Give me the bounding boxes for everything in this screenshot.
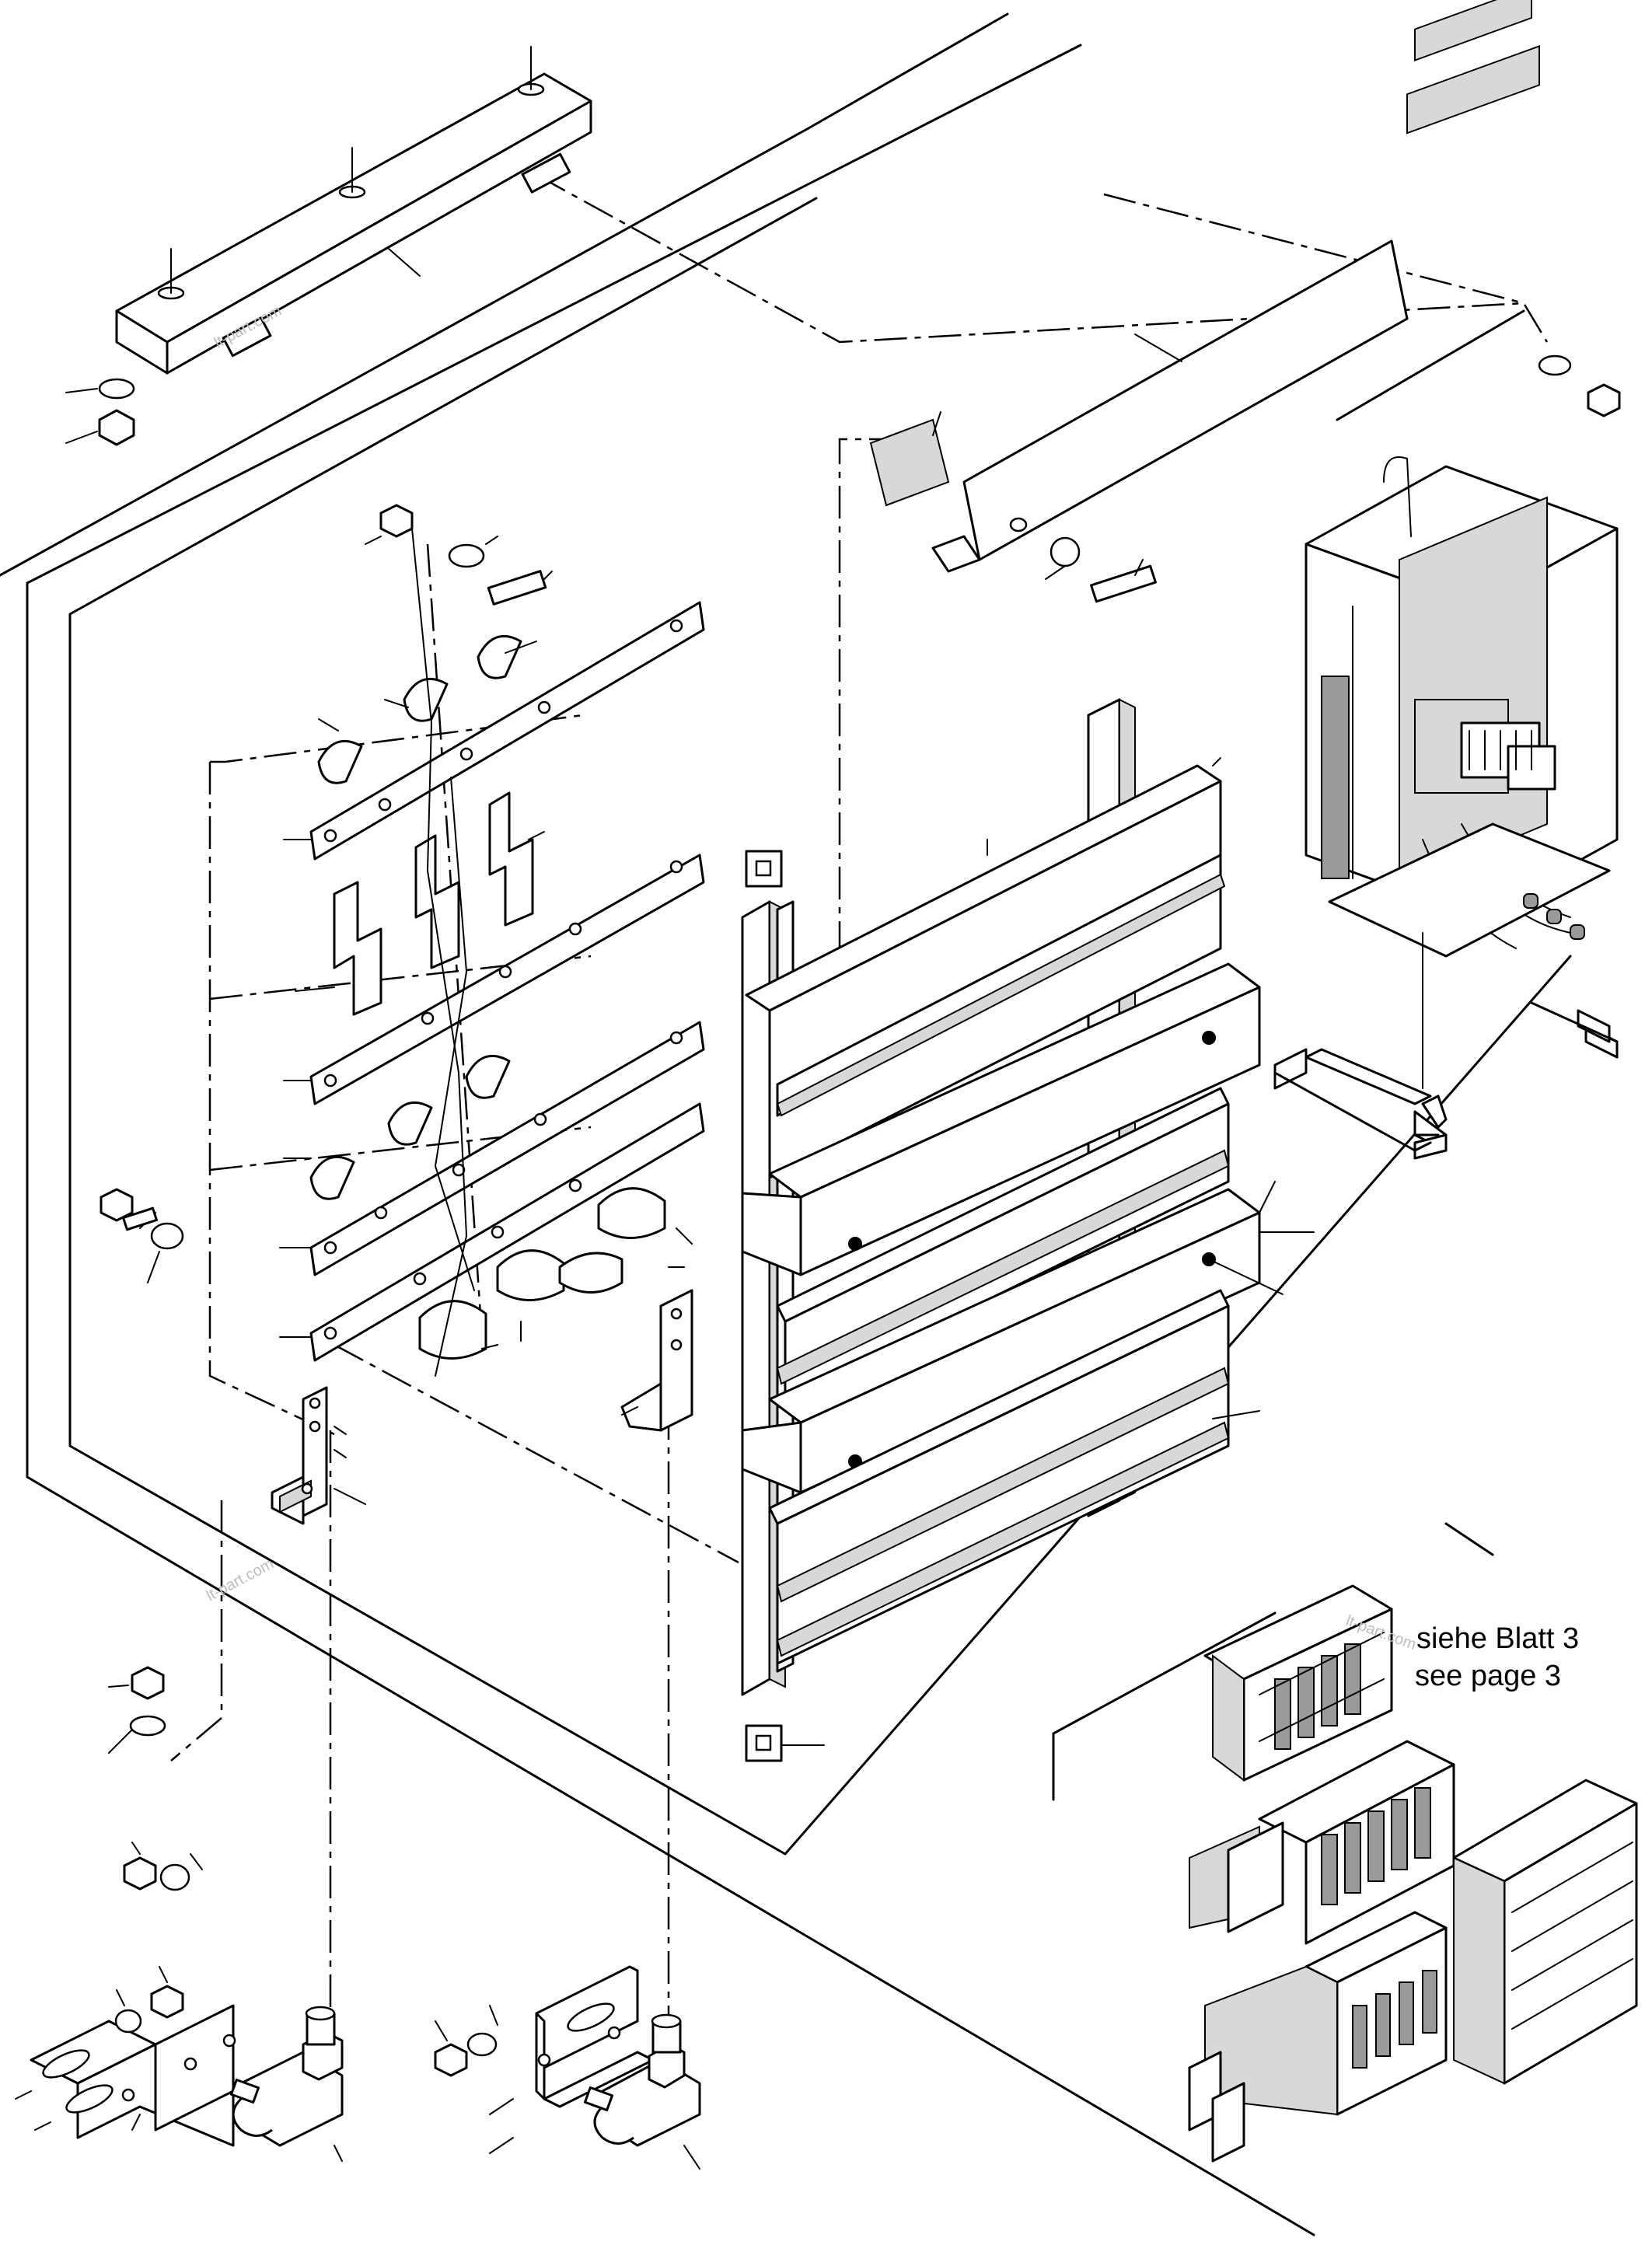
bottom-left-bracket: [15, 1842, 236, 2147]
bottom-left-clamp: [229, 2006, 344, 2162]
terminal-row-1: [1203, 1584, 1393, 1782]
strip-4: [309, 1102, 705, 1362]
center-l-bracket: [271, 1386, 366, 1525]
bottom-center-clamp: [583, 2013, 701, 2170]
left-bolt-washer: [100, 1188, 184, 1283]
lower-left-hardware: [108, 1666, 166, 1754]
upper-bracket-right: [869, 239, 1621, 603]
side-bracket-small: [620, 1289, 693, 1432]
control-box: [1273, 0, 1619, 1160]
note-line-en: see page 3: [1415, 1660, 1561, 1692]
wire-trace: [411, 528, 475, 1377]
top-rail-bracket: [65, 46, 592, 446]
terminal-row-3: [1452, 1779, 1638, 2085]
watermark-2: lt-part.com: [204, 1555, 277, 1605]
callout-lines-clamps: [139, 641, 693, 1416]
terminal-modules: [1321, 0, 1556, 879]
bottom-center-bracket: [434, 1965, 655, 2154]
strip-3: [309, 1021, 705, 1276]
terminal-blocks: [1188, 1584, 1638, 2163]
channel-rack: [741, 698, 1315, 1762]
frame-outline-lines: [0, 12, 1572, 2236]
strip-2: [309, 791, 705, 1105]
cable-clamp-strips: [139, 528, 705, 1432]
terminal-row-4: [1188, 1911, 1448, 2163]
bolt-nut-stack: [365, 504, 553, 606]
strip-1: [309, 601, 705, 861]
terminal-row-2: [1189, 1740, 1455, 1945]
page-reference-note: siehe Blatt 3 see page 3: [1415, 1622, 1579, 1692]
note-line-de: siehe Blatt 3: [1416, 1622, 1579, 1655]
